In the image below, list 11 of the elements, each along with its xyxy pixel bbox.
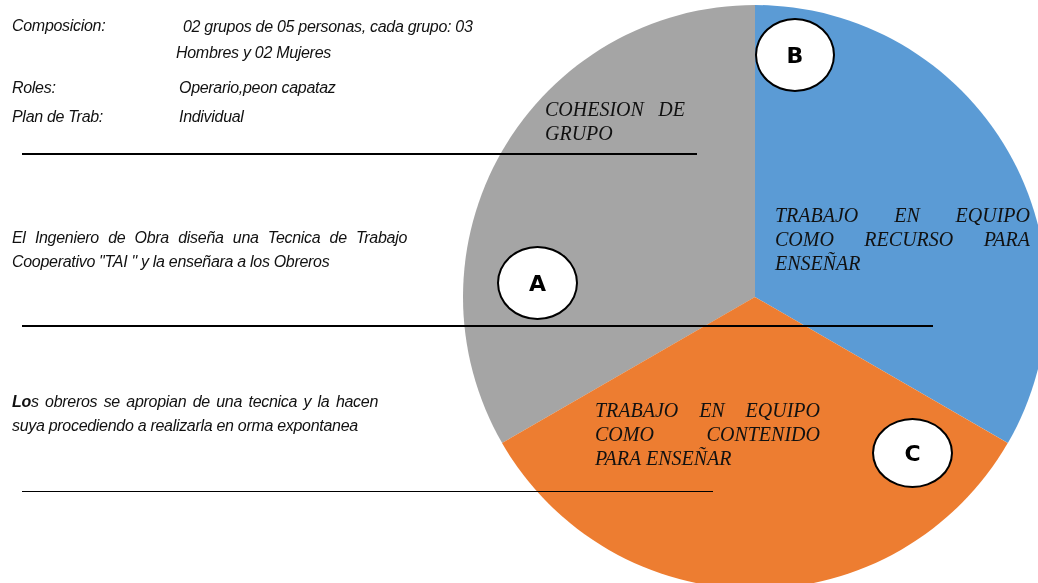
field-label: Composicion: — [12, 16, 107, 36]
field-value: Individual — [179, 107, 245, 127]
field-value: Operario,peon capataz — [179, 78, 337, 98]
slice-label: COHESION DE GRUPO — [545, 97, 685, 145]
field-label: Roles: — [12, 78, 57, 98]
field-value: 02 grupos de 05 personas, cada grupo: 03 Hombres y 02 Mujeres — [176, 17, 474, 63]
field-label: Plan de Trab: — [12, 107, 104, 127]
note-text: Los obreros se apropian de una tecnica y la hacen suya procediendo a realizarla en orma expontanea — [12, 392, 378, 436]
slice-label: TRABAJO EN EQUIPO COMO CONTENIDO PARA ENSEÑAR — [595, 398, 820, 470]
slice-label: TRABAJO EN EQUIPO COMO RECURSO PARA ENSEÑAR — [775, 203, 1030, 275]
note-text: El Ingeniero de Obra diseña una Tecnica de Trabajo Cooperativo "TAI " y la enseñara a los Obreros — [12, 228, 407, 272]
